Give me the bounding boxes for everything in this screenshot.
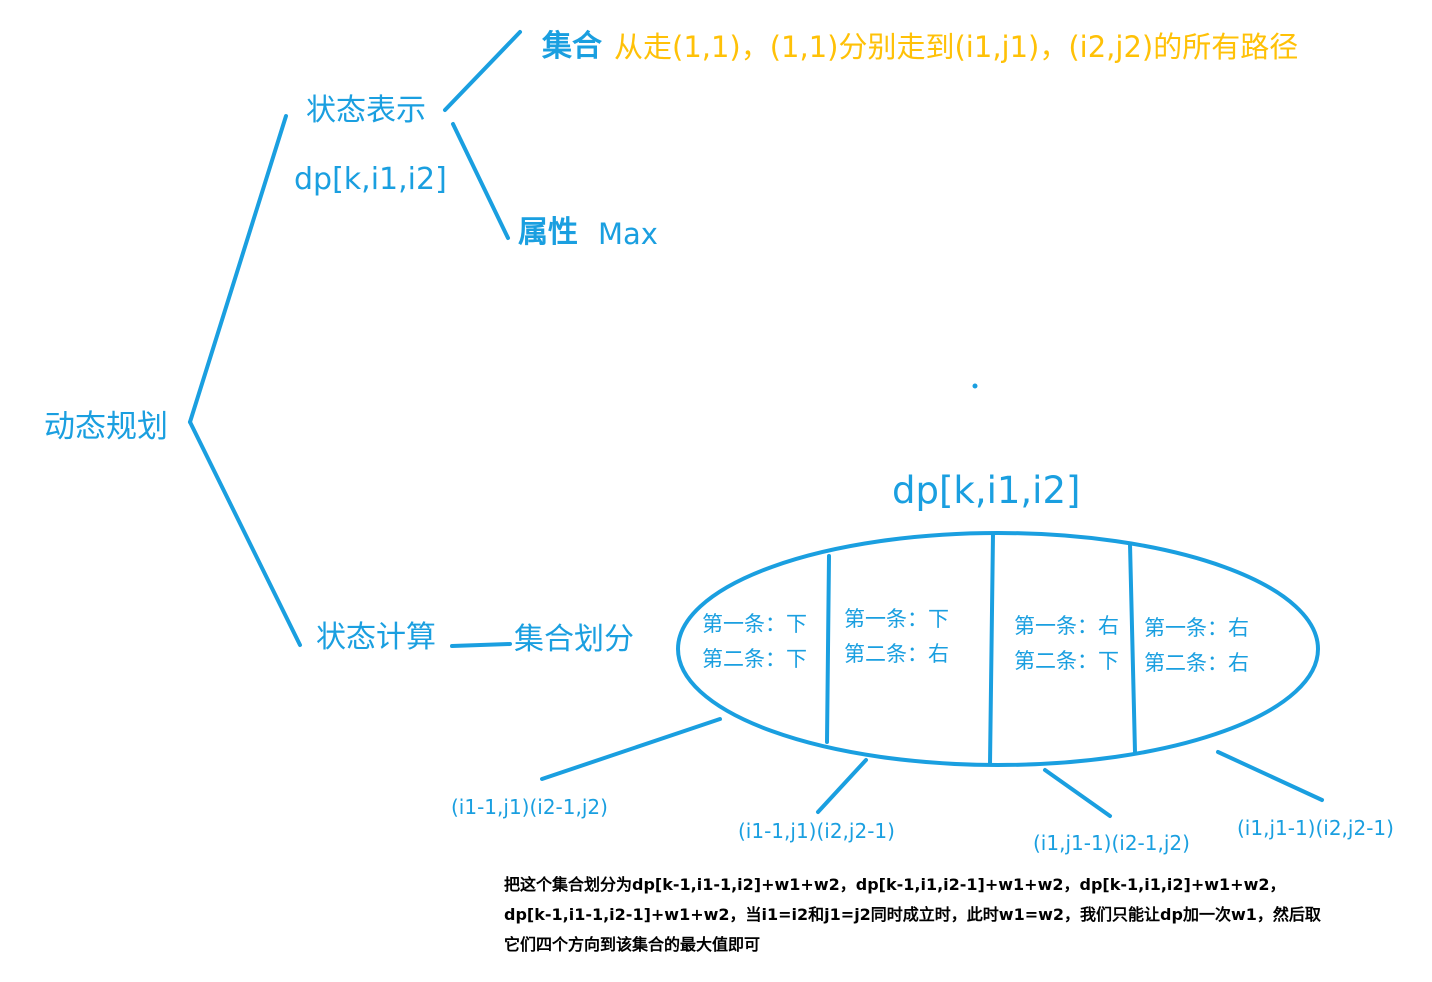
divider-1 — [825, 554, 831, 744]
stray-dot — [972, 383, 978, 389]
attr-value: Max — [598, 217, 658, 251]
cell-first-path: 第一条：下 — [844, 607, 949, 631]
connector-to-set — [443, 30, 522, 112]
cell-first-path: 第一条：下 — [702, 612, 807, 636]
cell-down-down: 第一条：下 第二条：下 — [702, 607, 807, 677]
leader-2 — [816, 758, 868, 814]
leader-1 — [540, 717, 722, 781]
prev-state-4: (i1,j1-1)(i2,j2-1) — [1237, 816, 1394, 840]
cell-second-path: 第二条：下 — [702, 647, 807, 671]
connector-to-partition — [450, 642, 512, 648]
partition-label: 集合划分 — [514, 622, 634, 657]
state-calc-node: 状态计算 — [316, 620, 436, 655]
set-label: 集合 — [542, 29, 602, 64]
cell-first-path: 第一条：右 — [1144, 616, 1249, 640]
leader-4 — [1216, 750, 1324, 802]
cell-right-right: 第一条：右 第二条：右 — [1144, 611, 1249, 681]
state-repr-expr: dp[k,i1,i2] — [294, 162, 447, 197]
note-line: dp[k-1,i1-1,i2-1]+w1+w2，当i1=i2和j1=j2同时成立… — [504, 905, 1321, 924]
cell-right-down: 第一条：右 第二条：下 — [1014, 609, 1119, 679]
connector-to-attr — [451, 122, 510, 240]
prev-state-2: (i1-1,j1)(i2,j2-1) — [738, 819, 895, 843]
note-line: 把这个集合划分为dp[k-1,i1-1,i2]+w1+w2，dp[k-1,i1,… — [504, 875, 1286, 894]
cell-second-path: 第二条：下 — [1014, 649, 1119, 673]
prev-state-1: (i1-1,j1)(i2-1,j2) — [451, 795, 608, 819]
root-node: 动态规划 — [44, 409, 168, 445]
ellipse-title: dp[k,i1,i2] — [892, 469, 1081, 512]
note-line: 它们四个方向到该集合的最大值即可 — [504, 935, 761, 954]
set-description: 从走(1,1)，(1,1)分别走到(i1,j1)，(i2,j2)的所有路径 — [614, 30, 1299, 64]
cell-down-right: 第一条：下 第二条：右 — [844, 602, 949, 672]
divider-3 — [1128, 542, 1137, 754]
connector-root-to-state-calc — [188, 420, 302, 647]
cell-second-path: 第二条：右 — [844, 642, 949, 666]
explanation-note: 把这个集合划分为dp[k-1,i1-1,i2]+w1+w2，dp[k-1,i1,… — [504, 870, 1424, 960]
leader-3 — [1043, 768, 1112, 818]
attr-label: 属性 — [518, 215, 578, 250]
connector-root-to-state-repr — [188, 114, 288, 424]
partition-ellipse — [676, 531, 1320, 767]
prev-state-3: (i1,j1-1)(i2-1,j2) — [1033, 831, 1190, 855]
state-repr-node: 状态表示 — [306, 93, 426, 128]
divider-2 — [988, 532, 995, 766]
cell-second-path: 第二条：右 — [1144, 651, 1249, 675]
cell-first-path: 第一条：右 — [1014, 614, 1119, 638]
